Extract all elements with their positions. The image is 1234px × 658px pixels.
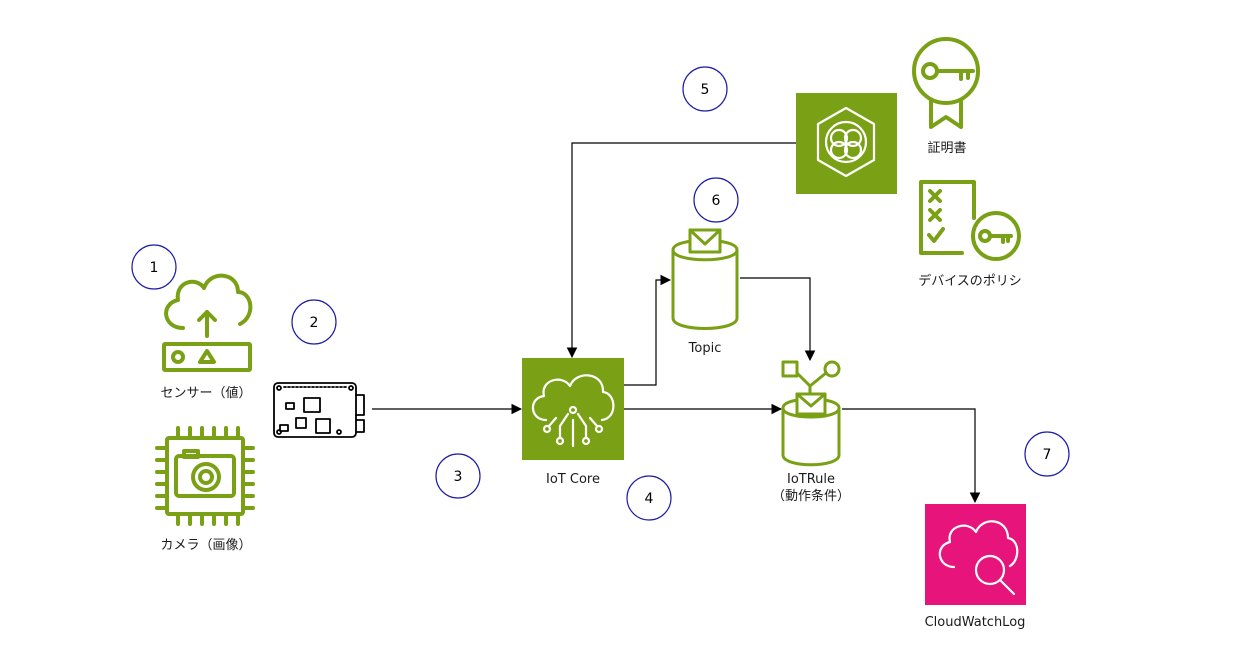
connector-gateway-to-iotcore <box>566 142 796 359</box>
connector-topic-to-iotrule <box>740 277 816 362</box>
svg-text:3: 3 <box>454 469 463 485</box>
step-marker-7: 7 <box>1024 431 1070 477</box>
certificate-label: 証明書 <box>927 141 966 156</box>
policy-label: デバイスのポリシ <box>918 273 1022 289</box>
svg-text:2: 2 <box>310 315 319 331</box>
camera-chip-icon <box>155 426 255 526</box>
iot-rule-label-line2: （動作条件） <box>772 488 850 504</box>
connector-iotcore-to-topic <box>624 274 672 386</box>
svg-text:4: 4 <box>645 491 654 507</box>
connector-iotrule-to-cloudwatch <box>842 408 981 504</box>
certificate-icon <box>912 37 980 129</box>
svg-text:7: 7 <box>1043 447 1052 463</box>
iot-rule-icon <box>781 360 841 467</box>
step-marker-1: 1 <box>131 244 177 290</box>
cloud-upload-sensor-icon <box>162 273 253 372</box>
svg-text:5: 5 <box>701 82 710 98</box>
iot-core-label: IoT Core <box>546 472 600 487</box>
svg-text:6: 6 <box>712 193 721 209</box>
iot-core-icon <box>522 358 624 460</box>
cloudwatch-icon <box>925 504 1026 605</box>
cloudwatch-label: CloudWatchLog <box>925 615 1026 630</box>
step-marker-5: 5 <box>682 66 728 112</box>
raspberry-pi-board-icon <box>273 382 365 438</box>
policy-icon <box>919 180 1021 261</box>
topic-label: Topic <box>688 341 722 356</box>
camera-label: カメラ（画像） <box>160 538 251 553</box>
step-marker-4: 4 <box>626 475 672 521</box>
iot-device-gateway-icon <box>796 93 897 194</box>
sensor-label: センサー（値） <box>160 385 251 401</box>
step-marker-3: 3 <box>435 453 481 499</box>
step-marker-6: 6 <box>693 177 739 223</box>
topic-icon <box>671 228 739 330</box>
step-marker-2: 2 <box>291 299 337 345</box>
iot-rule-label-line1: IoTRule <box>787 472 835 487</box>
svg-text:1: 1 <box>150 260 159 276</box>
